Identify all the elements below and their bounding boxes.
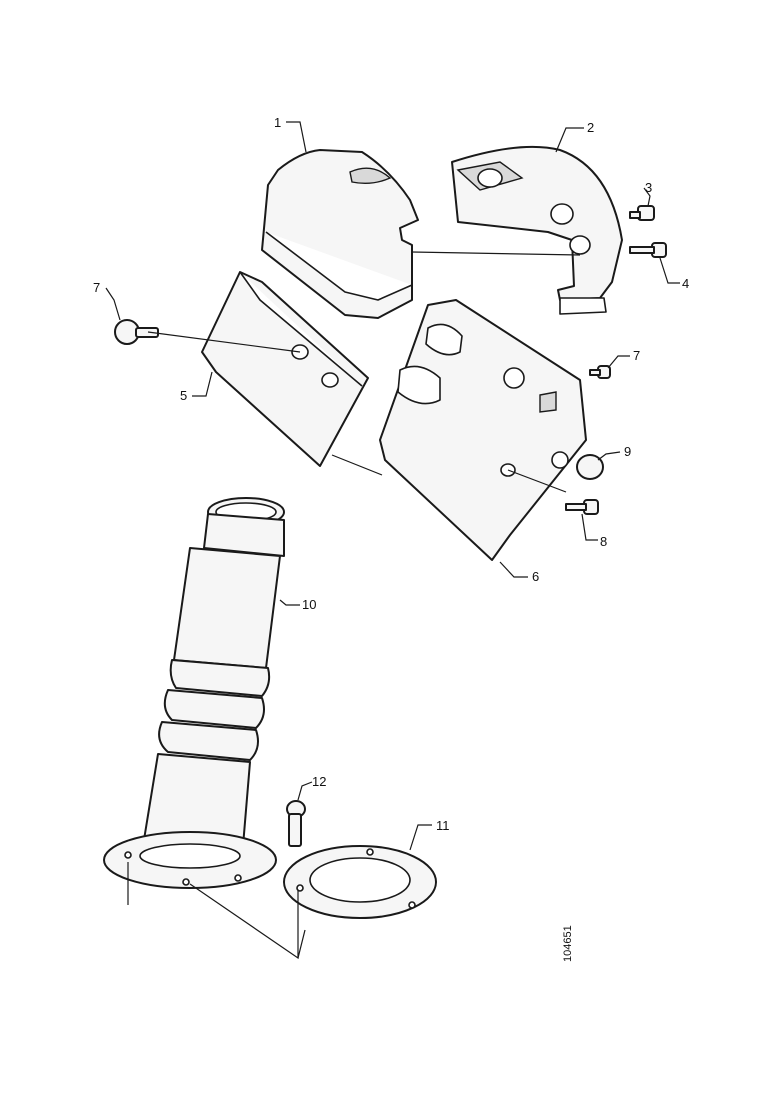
callout-leaders xyxy=(105,121,680,851)
callout-2: 2 xyxy=(587,120,594,135)
callout-11: 11 xyxy=(436,818,450,833)
callout-3: 3 xyxy=(645,180,652,195)
callout-4: 4 xyxy=(682,276,689,291)
callout-6: 6 xyxy=(532,569,539,584)
callout-1: 1 xyxy=(274,115,281,130)
callout-12: 12 xyxy=(312,774,326,789)
callout-5: 5 xyxy=(180,388,187,403)
part-12-screw xyxy=(286,800,306,847)
part-8-screw xyxy=(565,499,599,515)
part-7-screw-left xyxy=(114,319,159,345)
part-3-screw xyxy=(629,205,655,221)
callout-8: 8 xyxy=(600,534,607,549)
part-2-right-cover xyxy=(451,145,623,315)
callout-numbers: 1 2 3 4 7 5 7 9 8 6 10 12 11 xyxy=(93,115,689,833)
part-1-upper-cover xyxy=(261,149,419,319)
callout-7-left: 7 xyxy=(93,280,100,295)
part-5-left-bracket xyxy=(201,271,369,467)
part-11-flange-ring xyxy=(283,845,437,919)
assembly-lines xyxy=(127,251,581,960)
part-9-cap xyxy=(576,454,604,480)
part-6-right-bracket xyxy=(379,299,587,561)
callout-10: 10 xyxy=(302,597,316,612)
part-7-screw-right xyxy=(589,365,611,379)
callout-9: 9 xyxy=(624,444,631,459)
part-10-boot xyxy=(103,497,285,889)
reference-code: 104651 xyxy=(562,925,574,962)
part-4-screw xyxy=(629,242,667,258)
callout-7-right: 7 xyxy=(633,348,640,363)
